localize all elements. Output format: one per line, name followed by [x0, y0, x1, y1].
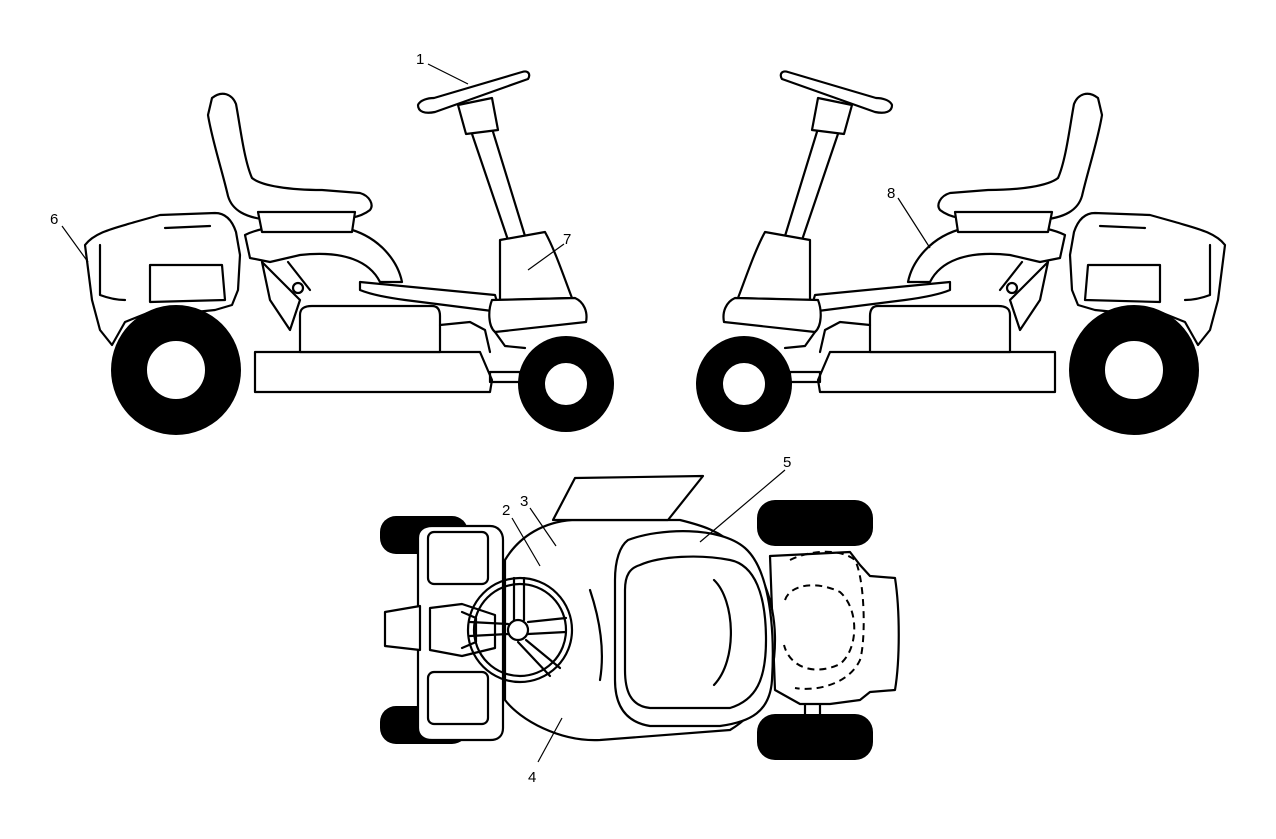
- callout-7: 7: [527, 231, 571, 271]
- callout-label: 8: [887, 185, 895, 202]
- callout-2: 2: [502, 502, 541, 567]
- callout-label: 2: [502, 502, 510, 519]
- callout-3: 3: [520, 493, 557, 547]
- callout-label: 6: [50, 211, 58, 228]
- mower-top-view: [380, 474, 900, 760]
- callout-label: 1: [416, 51, 424, 68]
- callout-1: 1: [416, 51, 469, 85]
- callout-8: 8: [887, 185, 931, 249]
- callout-4: 4: [528, 717, 563, 786]
- callout-label: 4: [528, 769, 536, 786]
- mower-right-side-view: [696, 70, 1227, 435]
- callout-5: 5: [699, 454, 791, 543]
- callout-label: 3: [520, 493, 528, 510]
- mower-left-side-view: [83, 70, 614, 435]
- callout-label: 5: [783, 454, 791, 471]
- callout-6: 6: [50, 211, 89, 263]
- callout-label: 7: [563, 231, 571, 248]
